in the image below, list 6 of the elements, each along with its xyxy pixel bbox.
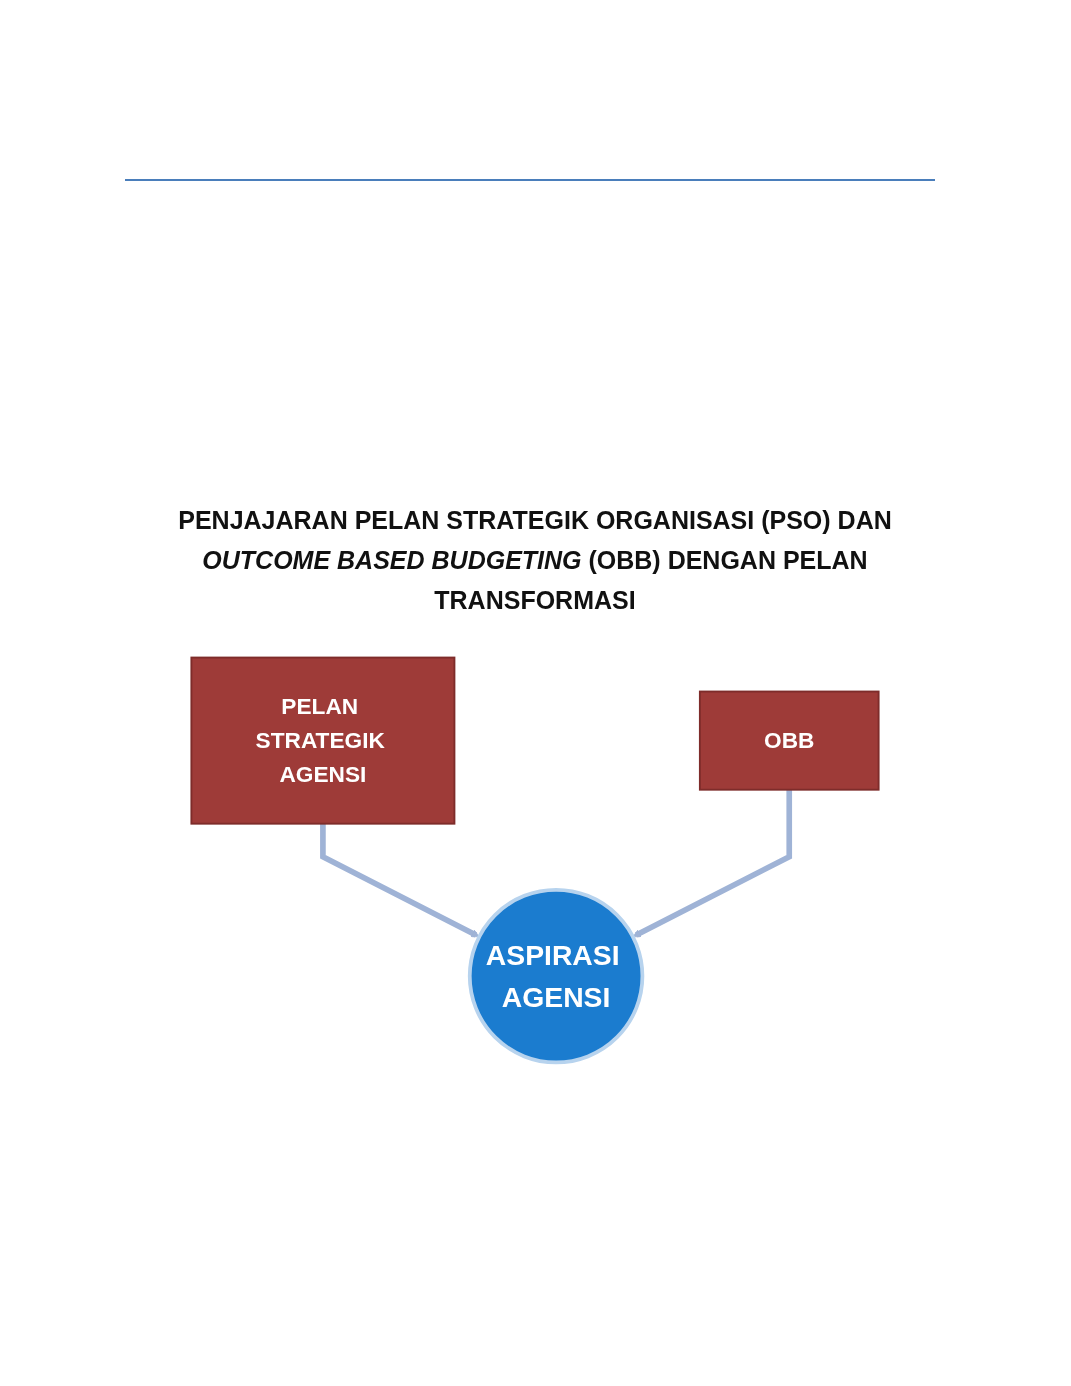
arrow bbox=[320, 823, 480, 938]
node-circle: ASPIRASI AGENSI bbox=[467, 887, 645, 1065]
arrow bbox=[632, 789, 793, 938]
diagram-title: PENJAJARAN PELAN STRATEGIK ORGANISASI (PSO) DAN OUTCOME BASED BUDGETING (OBB) DENGAN PELAN TRANSFORMASI bbox=[177, 505, 893, 616]
node-box: PELAN STRATEGIK AGENSI bbox=[190, 656, 456, 825]
node-box: OBB bbox=[698, 690, 880, 791]
